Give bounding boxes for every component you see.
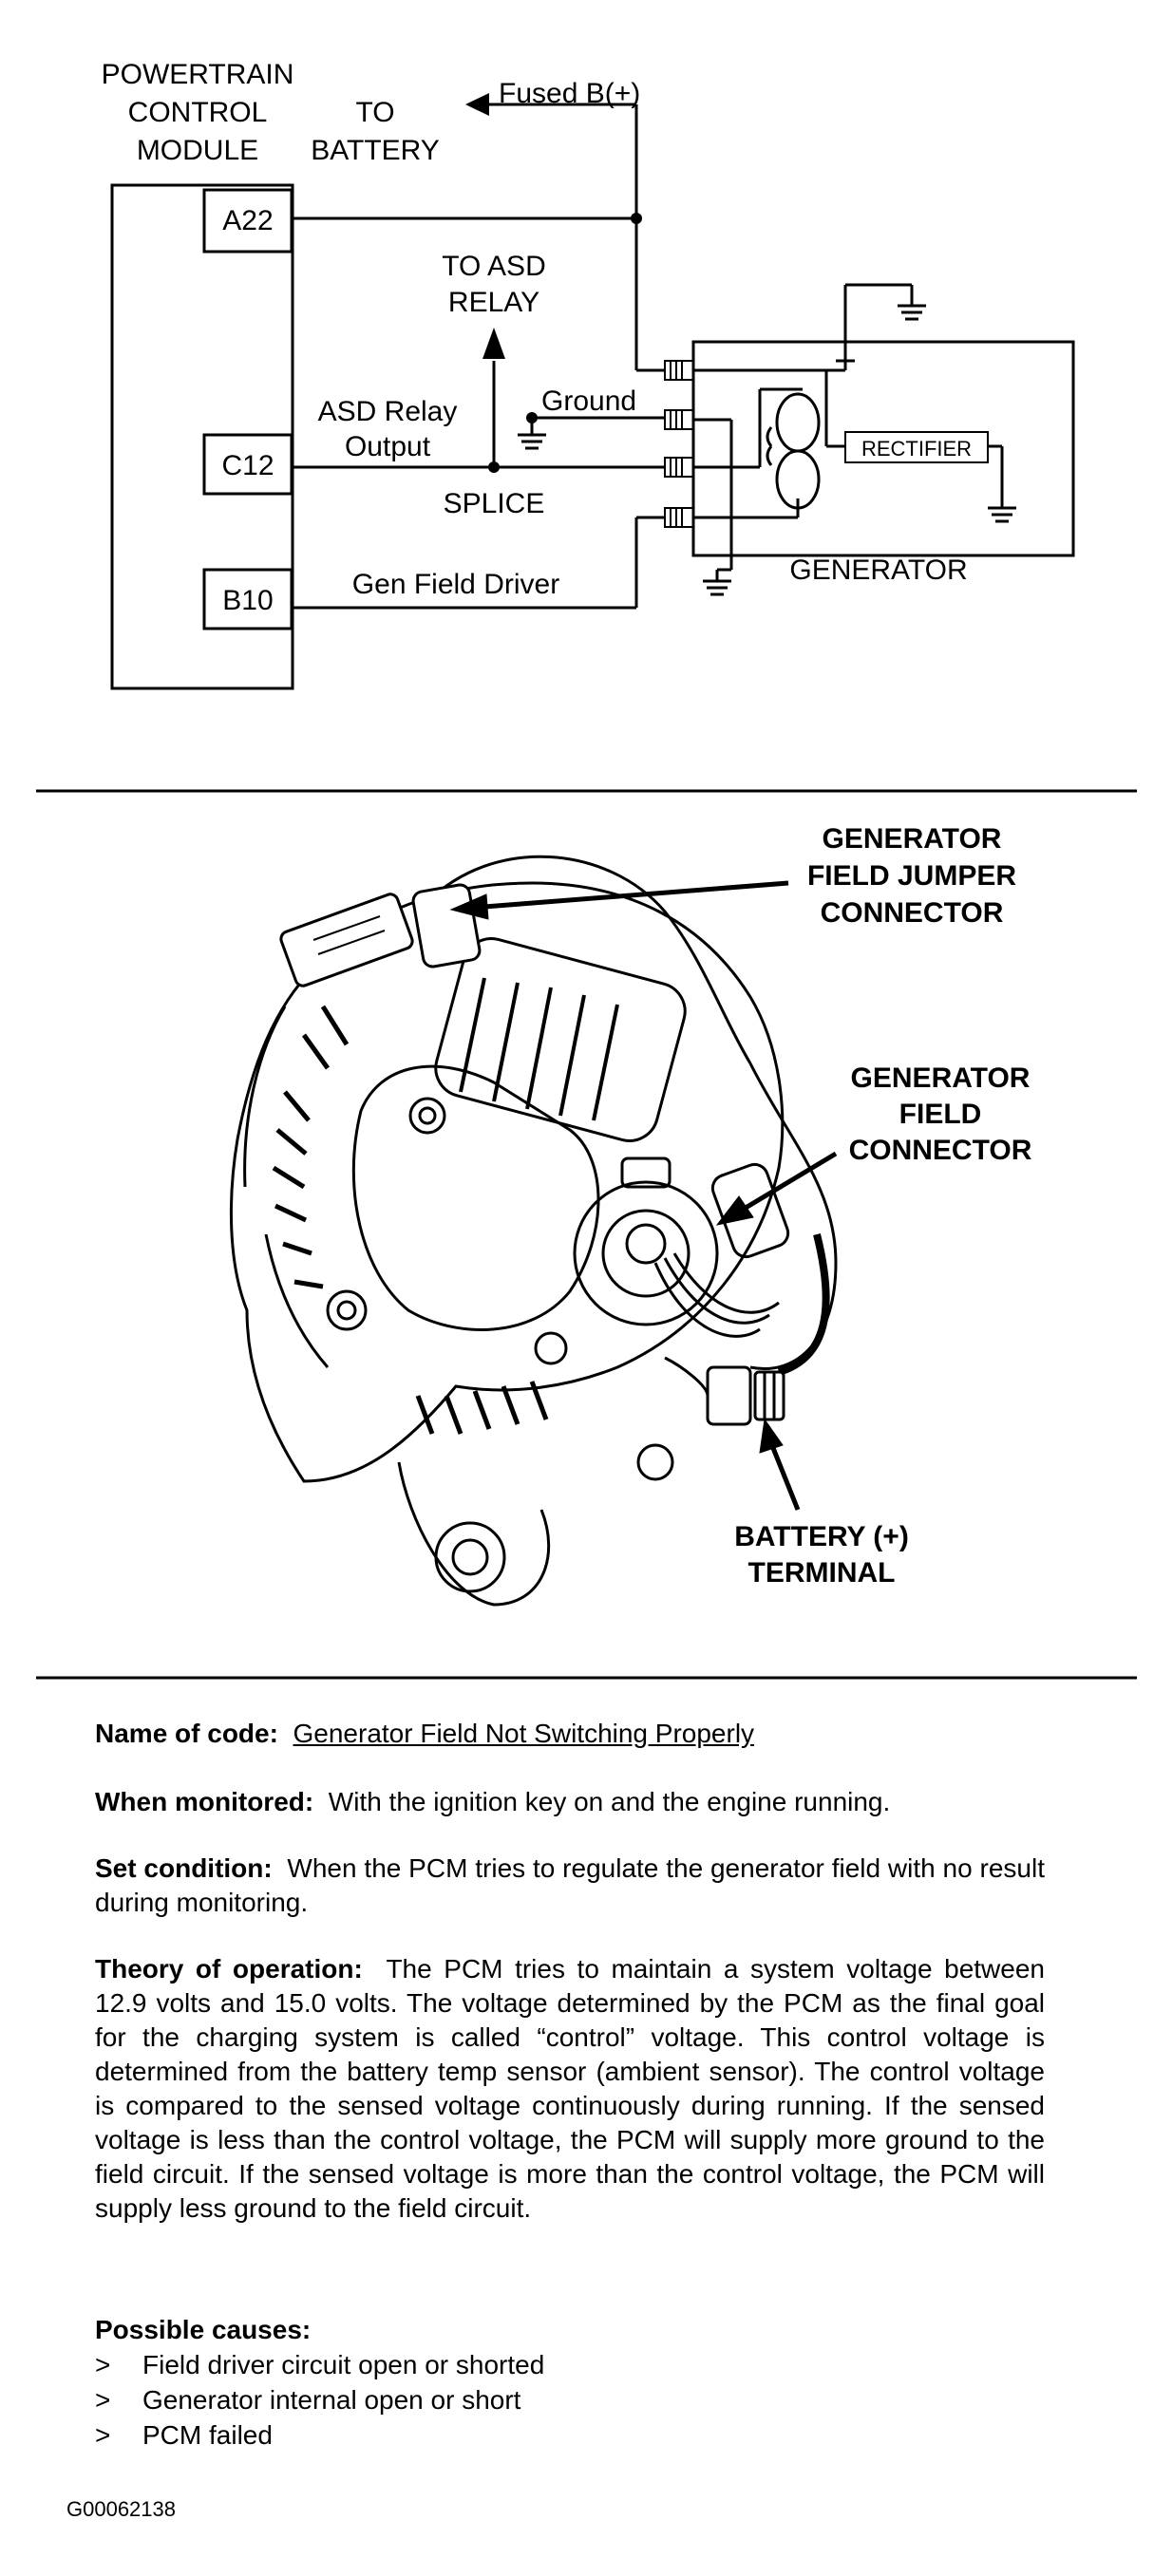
cause-text: Generator internal open or short (142, 2385, 521, 2415)
asd-relay-output-line1: ASD Relay (318, 396, 458, 427)
generator-connector-pins (664, 360, 694, 528)
rectifier-label: RECTIFIER (861, 437, 972, 461)
generator-label: GENERATOR (789, 555, 967, 586)
field-connector-line3: CONNECTOR (849, 1135, 1032, 1166)
possible-causes: Possible causes: > Field driver circuit o… (95, 2312, 544, 2453)
callout-arrows (449, 880, 838, 1511)
battery-terminal-arrow-icon (759, 1418, 784, 1454)
pin-box-a22 (202, 188, 293, 254)
gen-field-driver-label: Gen Field Driver (352, 569, 559, 600)
set-condition: Set condition: When the PCM tries to reg… (95, 1852, 1045, 1920)
pin-c12-label: C12 (221, 450, 274, 481)
battery-terminal-line1: BATTERY (+) (734, 1521, 909, 1552)
junction-dots (465, 93, 642, 473)
to-asd-relay-line2: RELAY (448, 287, 539, 318)
bullet-icon: > (95, 2385, 111, 2415)
splice-label: SPLICE (444, 488, 545, 519)
pcm-label-line2: CONTROL (128, 97, 268, 128)
fused-b-label: Fused B(+) (499, 78, 640, 109)
list-item: > Field driver circuit open or shorted (95, 2347, 544, 2382)
causes-list: > Field driver circuit open or shorted > G… (95, 2347, 544, 2453)
when-monitored-label: When monitored: (95, 1787, 314, 1816)
illustration-labels: GENERATOR FIELD JUMPER CONNECTOR GENERAT… (734, 823, 1032, 1589)
figure-id: G00062138 (66, 2497, 176, 2521)
asd-relay-output-line2: Output (345, 431, 431, 462)
jumper-connector-line3: CONNECTOR (821, 897, 1004, 929)
cause-text: Field driver circuit open or shorted (142, 2350, 545, 2379)
field-connector-line2: FIELD (899, 1099, 982, 1130)
possible-causes-label: Possible causes: (95, 2315, 312, 2344)
list-item: > Generator internal open or short (95, 2382, 544, 2417)
theory-label: Theory of operation: (95, 1954, 363, 1984)
field-connector-arrow-icon (715, 1195, 754, 1226)
pcm-label-line3: MODULE (137, 135, 258, 166)
when-monitored: When monitored: With the ignition key on… (95, 1785, 1045, 1819)
theory-value: The PCM tries to maintain a system volta… (95, 1954, 1045, 2223)
to-battery-line1: TO (355, 97, 394, 128)
generator-illustration (229, 855, 838, 1607)
pin-box-b10 (202, 568, 293, 630)
name-of-code-label: Name of code: (95, 1719, 278, 1748)
to-asd-arrow-icon (482, 328, 505, 359)
jumper-connector-arrow-icon (449, 893, 489, 920)
theory-of-operation: Theory of operation: The PCM tries to ma… (95, 1952, 1045, 2226)
set-condition-label: Set condition: (95, 1853, 273, 1883)
ground-label: Ground (541, 385, 636, 417)
bullet-icon: > (95, 2350, 111, 2379)
name-of-code-value: Generator Field Not Switching Properly (293, 1719, 755, 1748)
schematic-labels: POWERTRAIN CONTROL MODULE TO BATTERY Fus… (102, 59, 972, 616)
pcm-label-line1: POWERTRAIN (102, 59, 294, 90)
to-asd-relay-line1: TO ASD (442, 251, 545, 282)
battery-terminal-line2: TERMINAL (748, 1557, 896, 1589)
pin-a22-label: A22 (222, 205, 273, 236)
bullet-icon: > (95, 2420, 111, 2450)
jumper-connector-line1: GENERATOR (823, 823, 1002, 855)
list-item: > PCM failed (95, 2417, 544, 2453)
pin-b10-label: B10 (222, 585, 273, 616)
to-battery-line2: BATTERY (311, 135, 440, 166)
set-condition-value: When the PCM tries to regulate the gener… (95, 1853, 1045, 1917)
when-monitored-value: With the ignition key on and the engine … (328, 1787, 891, 1816)
cause-text: PCM failed (142, 2420, 273, 2450)
generator-box (691, 340, 1075, 557)
pin-box-c12 (202, 433, 293, 496)
name-of-code: Name of code: Generator Field Not Switch… (95, 1717, 1045, 1751)
jumper-connector-line2: FIELD JUMPER (807, 860, 1016, 892)
field-connector-line1: GENERATOR (851, 1062, 1031, 1094)
to-battery-arrow-icon (465, 93, 489, 116)
